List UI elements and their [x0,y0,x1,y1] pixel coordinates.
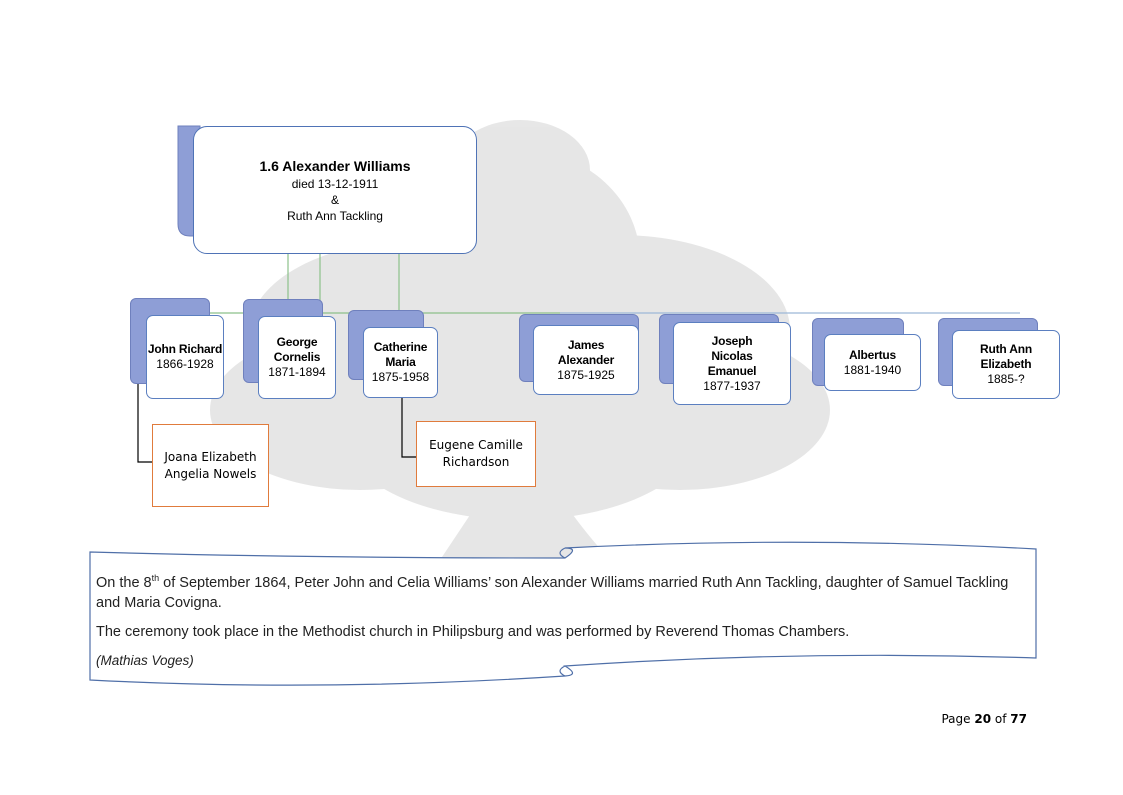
narrative-p1-start: On the 8 [96,575,152,591]
child-card-5: Joseph Nicolas Emanuel 1877-1937 [673,322,791,405]
spouse-name: Joana Elizabeth [164,449,257,464]
child-name: George [276,335,318,349]
child-name: Catherine [373,340,428,354]
child-name: Cornelis [273,350,321,364]
narrative-scroll-banner [89,541,1037,686]
child-card-7: Ruth Ann Elizabeth 1885-? [952,330,1060,399]
child-card-2: George Cornelis 1871-1894 [258,316,336,399]
child-years: 1885-? [987,372,1025,386]
page-footer: Page 20 of 77 [941,712,1027,726]
spouse-name: Eugene Camille [429,438,523,452]
root-person-card: 1.6 Alexander Williams died 13-12-1911 &… [193,126,477,254]
narrative-paragraph-2: The ceremony took place in the Methodist… [96,624,850,640]
spouse-box-2: Eugene Camille Richardson [416,421,536,487]
footer-of-word: of [994,712,1007,726]
child-name: John Richard [147,342,223,356]
narrative-credit: (Mathias Voges) [96,653,194,668]
root-title: 1.6 Alexander Williams [259,158,411,174]
narrative-p1-end: of September 1864, Peter John and Celia … [96,575,1009,611]
narrative-text: On the 8th of September 1864, Peter John… [96,573,1026,680]
child-name: Emanuel [707,363,757,378]
child-years: 1875-1925 [557,367,615,382]
footer-page-total: 77 [1010,712,1027,726]
child-card-1: John Richard 1866-1928 [146,315,224,399]
child-name: Albertus [848,347,897,362]
child-years: 1881-1940 [843,362,902,377]
child-card-4: James Alexander 1875-1925 [533,325,639,395]
footer-page-word: Page [941,712,971,726]
spouse-name: Richardson [442,455,510,469]
spouse-box-1: Joana Elizabeth Angelia Nowels [152,424,269,507]
child-name: Maria [385,355,416,369]
child-years: 1877-1937 [703,378,761,393]
child-years: 1866-1928 [156,357,214,371]
child-name: Joseph [711,333,753,348]
child-years: 1871-1894 [268,365,326,379]
child-card-6: Albertus 1881-1940 [824,334,921,391]
root-died: died 13-12-1911 [291,177,379,191]
child-name: James [567,337,605,352]
child-years: 1875-1958 [371,370,430,384]
narrative-p1-sup: th [151,573,160,584]
child-card-3: Catherine Maria 1875-1958 [363,327,438,398]
narrative-paragraph-1: On the 8th of September 1864, Peter John… [96,573,1026,613]
root-ampersand: & [330,193,339,207]
child-name: Elizabeth [980,357,1032,371]
child-name: Ruth Ann [980,342,1032,356]
child-name: Alexander [557,352,615,367]
root-spouse: Ruth Ann Tackling [287,209,383,223]
footer-page-number: 20 [974,712,992,726]
child-name: Nicolas [711,348,753,363]
spouse-name: Angelia Nowels [164,466,257,481]
